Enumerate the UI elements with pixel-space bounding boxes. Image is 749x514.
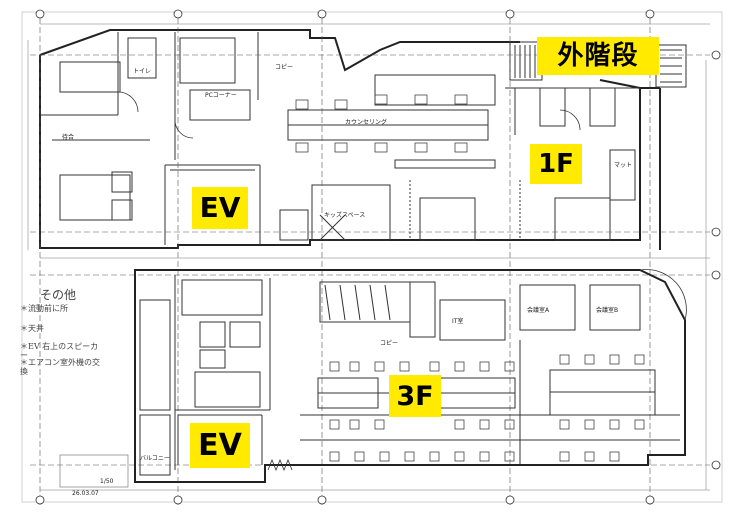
floor-3f-walls [134,269,686,483]
room-label-toilet: トイレ [133,68,152,75]
room-label-waiting: 待合 [62,134,75,141]
room-label-meeting-a: 会議室A [527,307,550,314]
grid-markers [35,9,721,505]
drawing-scale: 1/50 [100,478,114,485]
note-item: ＊EV 右上のスピーカー [20,342,99,360]
door-swings [117,91,687,321]
grid-axes [30,18,710,505]
room-label-copy-1f: コピー [275,64,294,71]
note-item: ＊エアコン室外機の交換 [20,358,100,376]
note-item: ＊流動前に所 [20,304,68,313]
notes-title: その他 [40,288,77,302]
floor-3f-label: 3F [389,375,441,417]
sketch-mark [267,458,293,472]
elevator-3f-label: EV [190,423,250,468]
dimension-lines [27,23,710,491]
floor-3f-chairs [329,354,645,462]
floor-3f-interior [139,275,680,476]
room-label-copy-3f: コピー [380,340,399,347]
room-label-balcony: バルコニー [140,455,170,462]
floor-1f-walls [39,29,661,250]
note-item: ＊天井 [20,324,44,333]
room-label-it-room: IT室 [452,318,464,325]
room-label-pc-corner: PCコーナー [205,92,237,99]
floor-1f-label: 1F [530,144,582,184]
room-label-kids-space: キッズスペース [324,212,366,219]
exterior-stairs-label: 外階段 [537,37,659,75]
room-label-meeting-b: 会議室B [596,307,619,314]
room-label-mat: マット [614,162,633,169]
title-block [59,454,129,488]
drawing-date: 26.03.07 [72,490,99,497]
elevator-1f-label: EV [192,187,248,229]
floor-1f-interior [40,32,687,245]
room-label-counseling: カウンセリング [345,119,388,126]
floor-1f-chairs [295,94,468,153]
